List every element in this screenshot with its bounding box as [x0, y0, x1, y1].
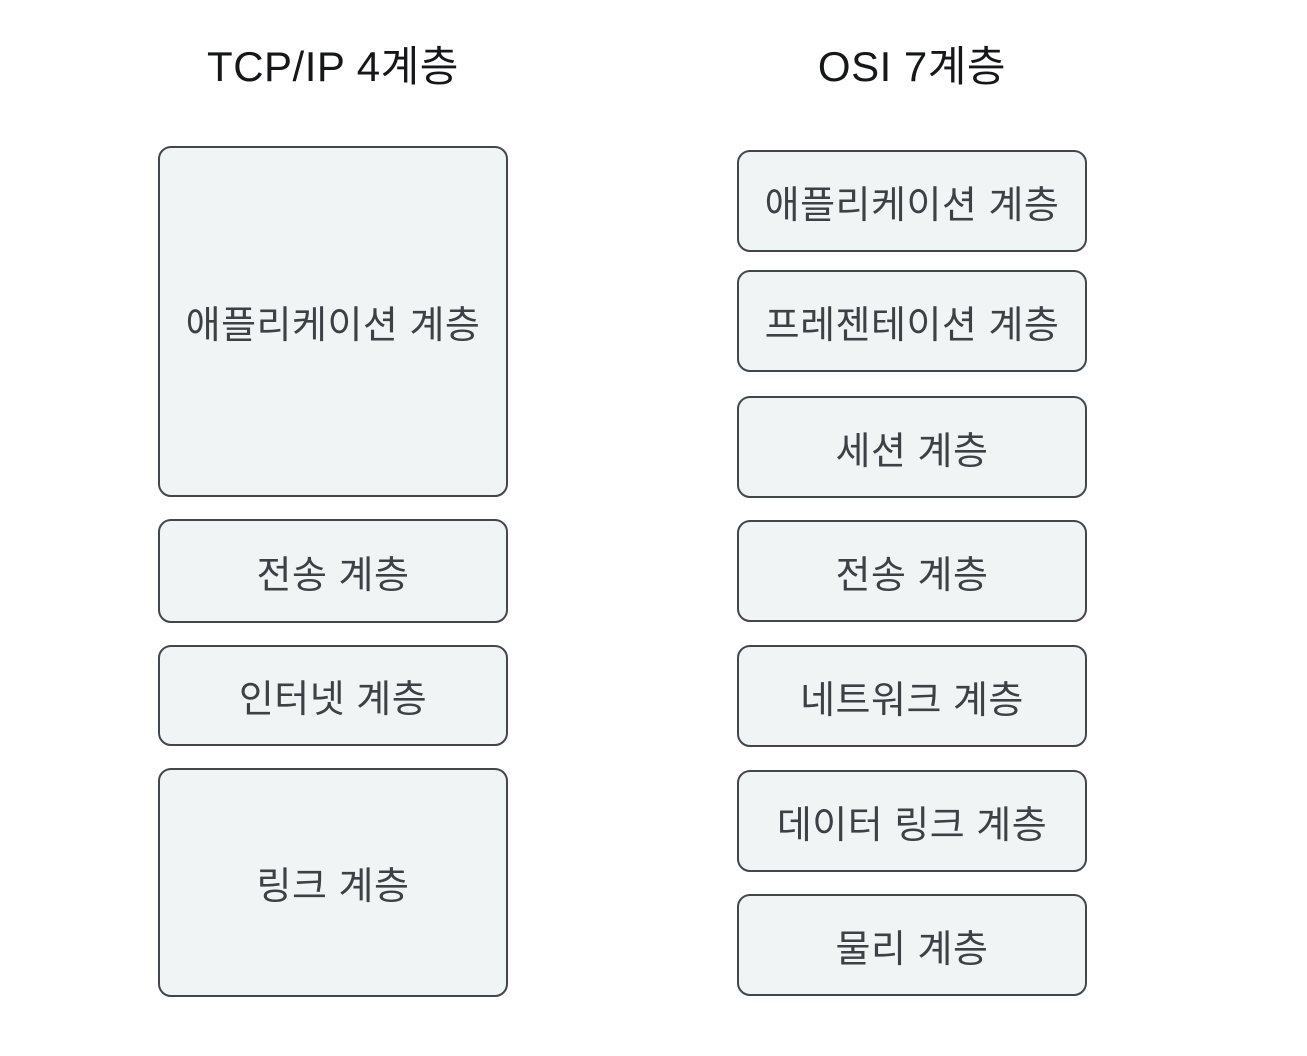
- osi-layer-session: 세션 계층: [737, 396, 1087, 498]
- tcpip-layer-link-label: 링크 계층: [256, 866, 410, 908]
- tcpip-layer-transport-label: 전송 계층: [256, 554, 410, 597]
- osi-layer-datalink-label: 데이터 링크 계층: [776, 804, 1048, 847]
- tcpip-layer-application-label: 애플리케이션 계층: [185, 305, 481, 347]
- osi-layer-presentation: 프레젠테이션 계층: [737, 270, 1087, 372]
- tcpip-layer-transport: 전송 계층: [158, 519, 508, 623]
- osi-layer-physical-label: 물리 계층: [835, 928, 989, 971]
- osi-column-title: OSI 7계층: [817, 43, 1007, 90]
- osi-layer-physical: 물리 계층: [737, 894, 1087, 996]
- osi-layer-network-label: 네트워크 계층: [800, 679, 1024, 722]
- tcpip-column-title: TCP/IP 4계층: [207, 43, 459, 90]
- tcpip-layer-internet-label: 인터넷 계층: [238, 679, 428, 721]
- osi-layer-transport: 전송 계층: [737, 520, 1087, 622]
- tcpip-layer-internet: 인터넷 계층: [158, 645, 508, 746]
- osi-layer-transport-label: 전송 계층: [835, 554, 989, 597]
- osi-layer-datalink: 데이터 링크 계층: [737, 770, 1087, 872]
- osi-layer-network: 네트워크 계층: [737, 645, 1087, 747]
- osi-layer-application: 애플리케이션 계층: [737, 150, 1087, 252]
- osi-layer-application-label: 애플리케이션 계층: [764, 184, 1060, 227]
- osi-layer-presentation-label: 프레젠테이션 계층: [764, 304, 1060, 347]
- tcpip-layer-application: 애플리케이션 계층: [158, 146, 508, 497]
- osi-layer-session-label: 세션 계층: [835, 430, 989, 473]
- tcpip-layer-link: 링크 계층: [158, 768, 508, 997]
